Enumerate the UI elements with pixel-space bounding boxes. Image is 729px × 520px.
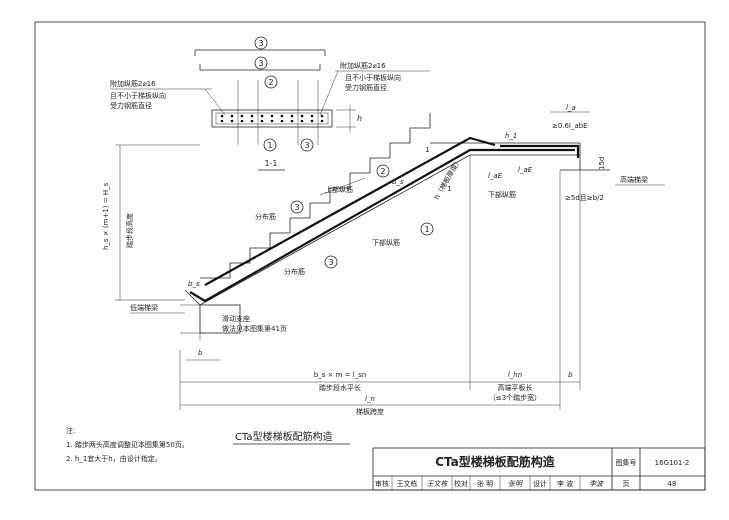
min-note-label: ≥5d且≥b/2 bbox=[565, 194, 604, 202]
section-circle-3-bottom bbox=[300, 138, 314, 152]
dim-ln-label: l_n bbox=[365, 395, 375, 403]
section-right-note-2: 且不小于梯板纵向 bbox=[345, 73, 401, 82]
stair-soffit bbox=[184, 154, 580, 306]
titleblock-review-sig: 王文栋 bbox=[427, 480, 449, 488]
notes-heading: 注: bbox=[66, 426, 75, 435]
section-label: 1-1 bbox=[264, 159, 277, 168]
dist-bar-2-label: 分布筋 bbox=[284, 267, 305, 276]
slide-support-label-1: 滑动支座 bbox=[222, 314, 250, 323]
section-circle-3-top-text: 3 bbox=[258, 39, 263, 48]
section-right-note-3: 受力钢筋直径 bbox=[345, 83, 387, 92]
bs-top-label: b_s bbox=[392, 178, 404, 186]
elev-circle-3b-text: 3 bbox=[328, 258, 333, 267]
titleblock-title: CTa型楼梯板配筋构造 bbox=[435, 454, 556, 469]
stair-elevation: h_s × (m+1) = H_s 踏步段高度 2 上部纵筋 3 分布筋 1 下… bbox=[102, 104, 665, 416]
titleblock-page-no: 48 bbox=[668, 480, 677, 488]
titleblock-design-sig: 李波 bbox=[589, 480, 604, 488]
elev-circle-2 bbox=[376, 164, 390, 178]
note-1: 1. 踏步两头高度调整见本图集第50页。 bbox=[66, 440, 189, 449]
dim-sn-label: b_s × m = l_sn bbox=[314, 371, 367, 379]
section-left-note-1: 附加纵筋2⌀16 bbox=[110, 79, 156, 88]
section-circle-3-top bbox=[254, 36, 268, 50]
lower-bar-1-label: 下部纵筋 bbox=[372, 238, 400, 247]
figure-caption: CTa型楼梯板配筋构造 bbox=[235, 430, 333, 443]
dim-hn-caption: 高端平板长 bbox=[498, 383, 533, 392]
section-1-1: 3 3 2 h 1 bbox=[110, 36, 430, 171]
high-beam-label: 高端梯梁 bbox=[620, 175, 648, 184]
notes: 注: 1. 踏步两头高度调整见本图集第50页。 2. h_1宜大于h，由设计指定… bbox=[66, 426, 189, 463]
dim-vertical-label: h_s × (m+1) = H_s bbox=[102, 182, 110, 250]
la-mid2-label: l_aE bbox=[518, 166, 533, 174]
titleblock-design-name: 李 波 bbox=[557, 479, 573, 488]
upper-bar-label: 上部纵筋 bbox=[325, 185, 353, 194]
sheet-border bbox=[34, 21, 706, 491]
titleblock-check: 校对 bbox=[454, 479, 468, 488]
low-beam-label: 低端梯梁 bbox=[130, 303, 158, 312]
section-circle-1-text: 1 bbox=[267, 141, 272, 150]
elev-circle-1 bbox=[420, 222, 434, 236]
section-circle-2 bbox=[264, 75, 278, 89]
note-2: 2. h_1宜大于h，由设计指定。 bbox=[66, 454, 162, 463]
section-tick-2: 1 bbox=[447, 185, 451, 193]
top-rebar bbox=[204, 136, 496, 286]
dim-sn-caption: 踏步段水平长 bbox=[319, 383, 361, 392]
slide-support-label-2: 做法见本图集第41页 bbox=[222, 324, 287, 333]
elev-circle-2-text: 2 bbox=[380, 167, 385, 176]
h1-label: h_1 bbox=[505, 132, 517, 140]
dim-hn-caption-2: （≤3个踏步宽） bbox=[489, 393, 541, 402]
bottom-rebar bbox=[189, 148, 575, 303]
title-block: CTa型楼梯板配筋构造 图集号 16G101-2 审核 王文栋 王文栋 校对 张… bbox=[372, 447, 706, 491]
dim-hn-label: l_hn bbox=[508, 371, 522, 379]
elev-circle-3a bbox=[290, 200, 304, 214]
section-circle-2-text: 2 bbox=[268, 78, 273, 87]
la-mid1-label: l_aE bbox=[488, 172, 503, 180]
titleblock-check-sig: 张明 bbox=[508, 480, 523, 488]
titleblock-page-label: 页 bbox=[623, 480, 630, 488]
titleblock-review-name: 王文栋 bbox=[397, 479, 418, 488]
hs-label: 15d bbox=[598, 157, 606, 170]
section-tick-1: 1 bbox=[425, 146, 429, 154]
section-right-note-1: 附加纵筋2⌀16 bbox=[340, 61, 386, 70]
la-top-label: l_a bbox=[566, 104, 576, 112]
section-circle-3-mid-text: 3 bbox=[258, 59, 263, 68]
titleblock-review: 审核 bbox=[375, 479, 389, 488]
section-left-note-2: 且不小于梯板纵向 bbox=[110, 91, 166, 100]
titleblock-atlas-no: 16G101-2 bbox=[655, 459, 690, 467]
section-slab bbox=[211, 109, 333, 128]
bs-bottom-label: b_s bbox=[188, 280, 200, 288]
section-left-note-3: 受力钢筋直径 bbox=[110, 101, 152, 110]
dim-vertical-caption: 踏步段高度 bbox=[125, 213, 134, 248]
titleblock-atlas-label: 图集号 bbox=[616, 458, 637, 467]
section-circle-3-mid bbox=[254, 56, 268, 70]
elev-circle-1-text: 1 bbox=[424, 225, 429, 234]
high-end-rebar bbox=[500, 144, 580, 158]
b-right-label: b bbox=[568, 371, 573, 379]
titleblock-check-name: 张 明 bbox=[477, 479, 493, 488]
elev-circle-3a-text: 3 bbox=[294, 203, 299, 212]
lower-bar-2-label: 下部纵筋 bbox=[488, 190, 516, 199]
titleblock-design: 设计 bbox=[533, 479, 547, 488]
section-circle-1 bbox=[263, 138, 277, 152]
dim-ln-caption: 梯板跨度 bbox=[356, 407, 384, 416]
elev-circle-3b bbox=[324, 255, 338, 269]
section-h-label: h bbox=[357, 114, 362, 123]
b-left-label: b bbox=[198, 349, 203, 357]
stair-steps bbox=[200, 113, 431, 279]
section-circle-3-bottom-text: 3 bbox=[304, 141, 309, 150]
la-06-label: ≥0.6l_abE bbox=[552, 122, 588, 130]
section-rebar-dots bbox=[220, 114, 324, 123]
dist-bar-1-label: 分布筋 bbox=[255, 212, 276, 221]
